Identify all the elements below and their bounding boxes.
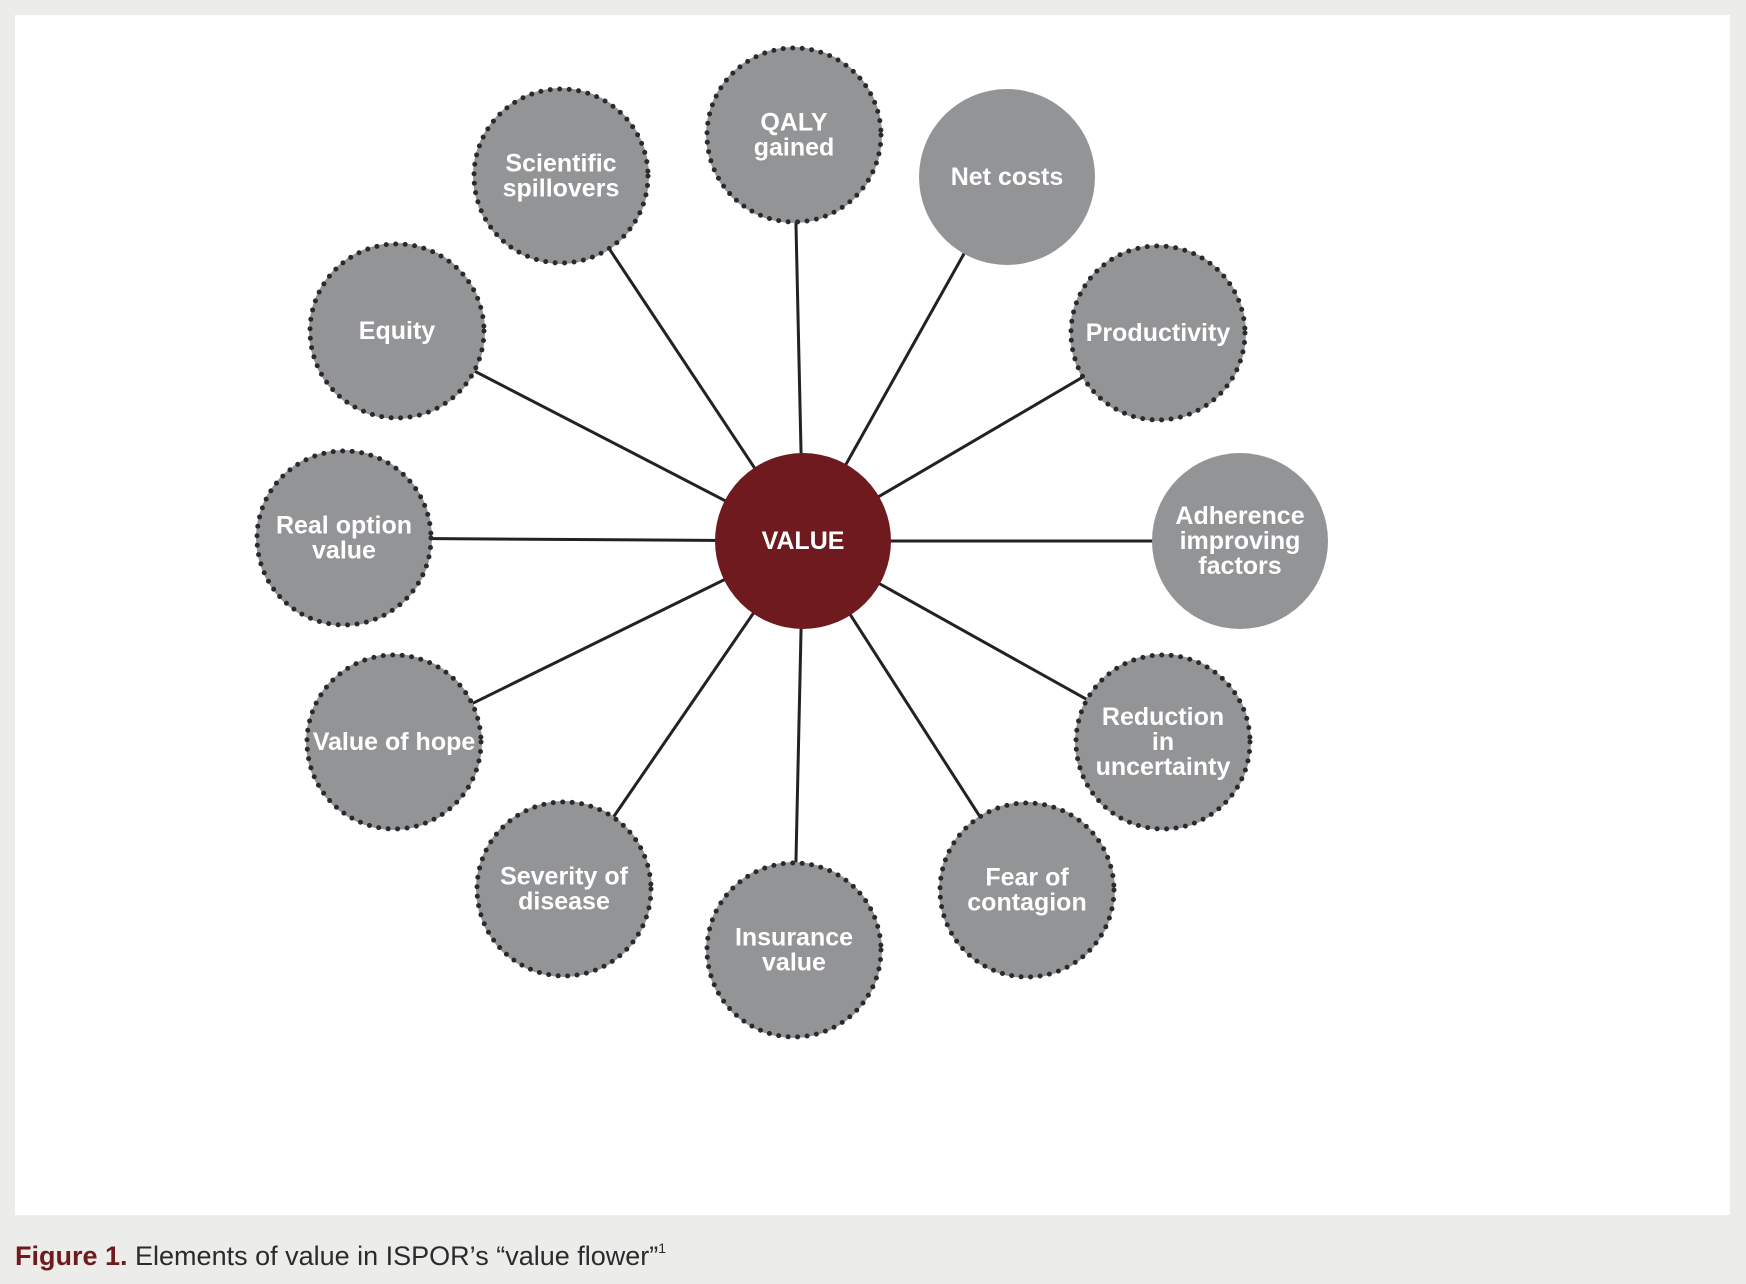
node-label: value [312,537,376,565]
node-dotted-border [1068,243,1248,423]
node-circle [919,89,1095,265]
node-label: factors [1198,552,1281,580]
node-label: Productivity [1086,319,1231,347]
center-circle [715,453,891,629]
node-label: contagion [967,889,1086,917]
figure-caption: Figure 1. Elements of value in ISPOR’s “… [15,1241,666,1270]
node-dotted-border [704,860,884,1040]
center-label: VALUE [762,527,845,555]
node-productivity: Productivity [1068,243,1248,423]
node-label: QALY [760,109,827,137]
node-label: Adherence [1175,502,1304,530]
center-node: VALUE [715,453,891,629]
node-value-of-hope: Value of hope [304,652,484,832]
node-circle [476,801,652,977]
node-dotted-border [307,241,487,421]
node-dotted-border [471,86,651,266]
node-dotted-border [304,652,484,832]
node-label: Severity of [500,863,629,891]
node-circle [939,802,1115,978]
node-label: Scientific [505,150,616,178]
node-circle [706,862,882,1038]
node-circle [1075,654,1251,830]
figure-label: Figure 1. [15,1241,128,1271]
node-label: Value of hope [313,728,476,756]
node-label: uncertainty [1096,753,1231,781]
node-circle [256,450,432,626]
node-circle [306,654,482,830]
node-dotted-border [937,800,1117,980]
node-label: Reduction [1102,703,1224,731]
node-label: value [762,949,826,977]
node-circle [473,88,649,264]
node-label: Net costs [951,163,1064,191]
node-label: Equity [359,317,435,345]
caption-reference: 1 [658,1240,667,1256]
node-label: in [1152,728,1174,756]
node-circle [706,47,882,223]
node-label: Real option [276,512,412,540]
node-label: improving [1180,527,1301,555]
node-dotted-border [254,448,434,628]
node-dotted-border [1073,652,1253,832]
node-label: Fear of [985,864,1069,892]
node-net-costs: Net costs [919,89,1095,265]
node-label: disease [518,888,610,916]
node-label: Insurance [735,924,853,952]
caption-text: Elements of value in ISPOR’s “value flow… [127,1241,659,1271]
node-circle [1152,453,1328,629]
node-equity: Equity [307,241,487,421]
node-circle [1070,245,1246,421]
node-label: spillovers [503,175,620,203]
node-label: gained [754,134,835,162]
node-dotted-border [704,45,884,225]
node-dotted-border [474,799,654,979]
node-circle [309,243,485,419]
